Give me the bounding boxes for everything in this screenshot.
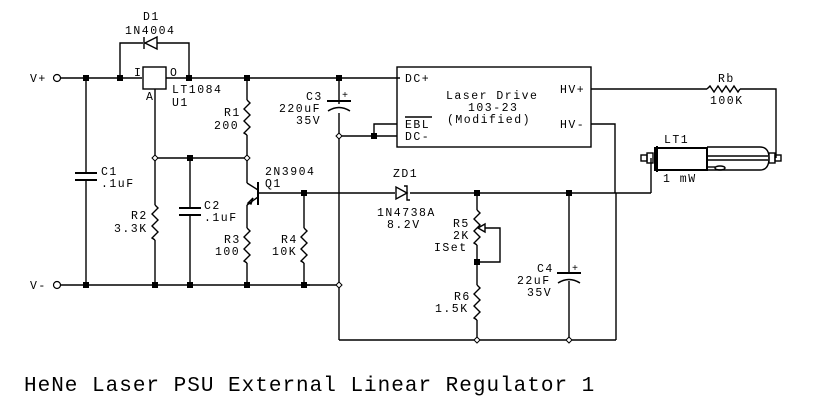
laser-drive-body — [396, 66, 592, 148]
q1-value: 2N3904 — [265, 166, 315, 179]
potentiometer-r5: R5 2K ISet — [434, 209, 486, 255]
u1-value: LT1084 — [172, 84, 222, 97]
r4-ref: R4 — [281, 234, 298, 247]
lt1-ref: LT1 — [664, 134, 689, 147]
zd1-value: 1N4738A — [377, 207, 436, 220]
zd1-voltage: 8.2V — [387, 219, 421, 232]
capacitor-c1: C1 .1uF — [75, 166, 135, 191]
q1-ref: Q1 — [265, 178, 282, 191]
r4-value: 10K — [272, 246, 297, 259]
c4-polarity: + — [572, 264, 579, 275]
lt1-value: 1 mW — [663, 173, 697, 186]
c2-ref: C2 — [204, 200, 221, 213]
r1-value: 200 — [214, 120, 239, 133]
d1-ref: D1 — [143, 11, 160, 24]
u1-ref: U1 — [172, 97, 189, 110]
r5-ref: R5 — [453, 218, 470, 231]
diode-d1: D1 1N4004 — [125, 11, 175, 51]
laser-drive-module: DC+ EBL DC- HV+ HV- Laser Drive 103-23 (… — [396, 66, 592, 148]
r5-value: 2K — [453, 230, 470, 243]
laser-tube-lt1: LT1 1 mW — [640, 134, 782, 186]
terminal-vminus: V- — [30, 280, 62, 293]
regulator-u1: I O A LT1084 U1 — [134, 66, 222, 110]
zd1-ref: ZD1 — [393, 168, 418, 181]
anode-pin — [774, 154, 782, 162]
c3-voltage: 35V — [296, 115, 321, 128]
pin-dcplus: DC+ — [405, 73, 430, 86]
tube-cathode-sleeve — [654, 147, 708, 171]
d1-value: 1N4004 — [125, 25, 175, 38]
r5-function: ISet — [434, 242, 468, 255]
wires — [60, 42, 777, 341]
regulator-body — [142, 66, 167, 90]
resistor-rb: Rb 100K — [706, 73, 744, 108]
junctions — [83, 75, 573, 344]
diode-symbol — [143, 35, 158, 51]
c3-polarity: + — [342, 91, 349, 102]
resistor-r2: R2 3.3K — [114, 204, 159, 241]
c3-value: 220uF — [279, 103, 321, 116]
rb-ref: Rb — [718, 73, 735, 86]
laser-drive-model: 103-23 — [468, 102, 518, 115]
r6-ref: R6 — [454, 291, 471, 304]
r2-ref: R2 — [131, 210, 148, 223]
terminal-circle — [52, 73, 62, 83]
resistor-r4: R4 10K — [272, 227, 308, 264]
terminal-vplus-label: V+ — [30, 73, 47, 86]
r3-ref: R3 — [224, 234, 241, 247]
zener-symbol — [395, 185, 409, 201]
c1-ref: C1 — [101, 166, 118, 179]
c4-value: 22uF — [517, 275, 551, 288]
laser-drive-note: (Modified) — [447, 114, 531, 127]
u1-pin-in: I — [134, 67, 142, 80]
laser-drive-name: Laser Drive — [446, 90, 538, 103]
capacitor-c3: + C3 220uF 35V — [279, 91, 351, 128]
c4-voltage: 35V — [527, 287, 552, 300]
c4-ref: C4 — [537, 263, 554, 276]
pin-ebl: EBL — [405, 119, 430, 132]
u1-pin-out: O — [170, 67, 178, 80]
u1-pin-adj: A — [146, 91, 154, 104]
terminal-vminus-label: V- — [30, 280, 47, 293]
resistor-r3: R3 100 — [215, 227, 251, 264]
cathode-pin — [640, 154, 648, 162]
c1-value: .1uF — [101, 178, 135, 191]
zener-zd1: ZD1 1N4738A 8.2V — [377, 168, 436, 232]
c3-ref: C3 — [306, 91, 323, 104]
pin-dcminus: DC- — [405, 131, 430, 144]
terminal-vplus: V+ — [30, 73, 62, 86]
r3-value: 100 — [215, 246, 240, 259]
pin-hvplus: HV+ — [560, 84, 585, 97]
transistor-q1: 2N3904 Q1 — [246, 166, 315, 206]
r1-ref: R1 — [224, 107, 241, 120]
capacitor-c4: + C4 22uF 35V — [517, 263, 581, 300]
r6-value: 1.5K — [435, 303, 469, 316]
r2-value: 3.3K — [114, 223, 148, 236]
terminal-circle — [52, 280, 62, 290]
resistor-r1: R1 200 — [214, 99, 251, 136]
rb-value: 100K — [710, 95, 744, 108]
schematic-title: HeNe Laser PSU External Linear Regulator… — [24, 375, 595, 398]
capacitor-c2: C2 .1uF — [179, 200, 238, 225]
pin-hvminus: HV- — [560, 119, 585, 132]
c2-value: .1uF — [204, 212, 238, 225]
wiper-arrow — [476, 222, 486, 234]
resistor-r6: R6 1.5K — [435, 284, 481, 321]
